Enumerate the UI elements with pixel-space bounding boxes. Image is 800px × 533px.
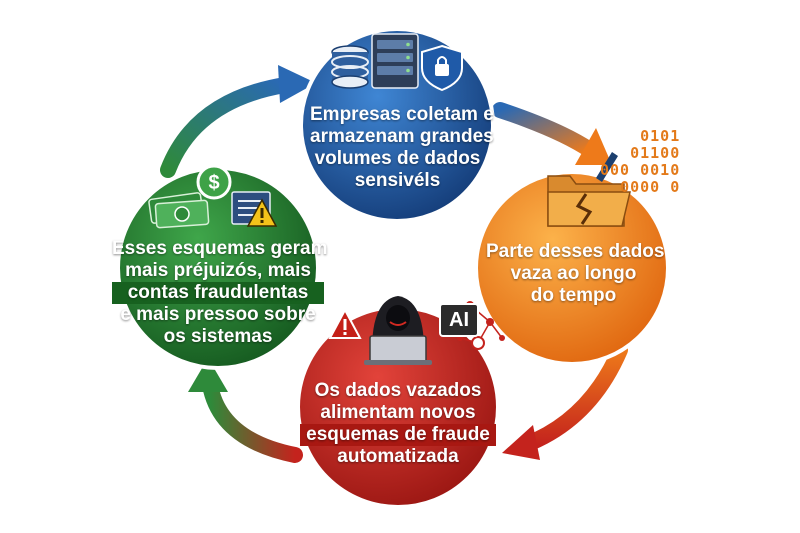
arrow-top-to-right (492, 102, 598, 158)
cycle-arrows (160, 65, 628, 463)
binary-line: 000 0010 (600, 161, 681, 179)
node-top-line: sensivéls (354, 170, 441, 191)
arrowhead-bottom-to-left (188, 358, 228, 392)
node-top-text: Empresas coletam e armazenam grandes vol… (310, 104, 494, 192)
binary-line: 01100 (630, 144, 681, 162)
binary-data-icon: 0101 01100 000 0010 0000 0 (600, 128, 680, 196)
node-bottom-line: alimentam novos (320, 402, 476, 423)
node-bottom-text: Os dados vazados alimentam novos esquema… (300, 380, 496, 468)
node-bottom-line: Os dados vazados (314, 380, 482, 401)
arrow-right-to-bottom (517, 342, 628, 453)
arrowhead-left-to-top (278, 65, 316, 103)
binary-line: 0101 (640, 127, 681, 145)
arrowhead-top-to-right (575, 128, 612, 165)
node-left-line: mais préjuizós, mais (125, 260, 311, 281)
svg-text:$: $ (208, 172, 219, 194)
arrow-left-to-top (160, 77, 293, 178)
node-right-line: do tempo (530, 285, 617, 306)
node-left-line: os sistemas (163, 326, 273, 347)
ai-badge-icon: AI (439, 303, 479, 337)
node-left-line: contas fraudulentas (112, 282, 324, 304)
arrowhead-right-to-bottom (502, 425, 540, 460)
node-top-line: volumes de dados (314, 148, 481, 169)
node-right-line: vaza ao longo (510, 263, 637, 284)
node-top-line: armazenam grandes (310, 126, 494, 147)
document-warning-icon (231, 191, 278, 227)
node-left-line: e mais pressoo sobre (120, 304, 316, 325)
database-icon (331, 45, 369, 89)
node-bottom-line: esquemas de fraude (300, 424, 496, 446)
hacker-laptop-icon (364, 296, 432, 365)
node-left-line: Esses esquemas geram (112, 238, 328, 259)
node-top-line: Empresas coletam e (310, 104, 494, 125)
shield-lock-icon (421, 44, 463, 92)
warning-icon (328, 307, 362, 339)
node-left-text: Esses esquemas geram mais préjuizós, mai… (112, 238, 328, 348)
node-bottom-line: automatizada (337, 446, 459, 467)
dollar-coin-icon: $ (196, 164, 232, 200)
binary-line: 0000 0 (620, 178, 681, 196)
node-right-text: Parte desses dados vaza ao longo do temp… (486, 241, 665, 307)
money-icon (148, 192, 210, 229)
folder-crack-icon (547, 152, 631, 227)
server-icon (371, 33, 419, 89)
node-right-line: Parte desses dados (486, 241, 665, 262)
arrow-bottom-to-left (202, 377, 303, 463)
